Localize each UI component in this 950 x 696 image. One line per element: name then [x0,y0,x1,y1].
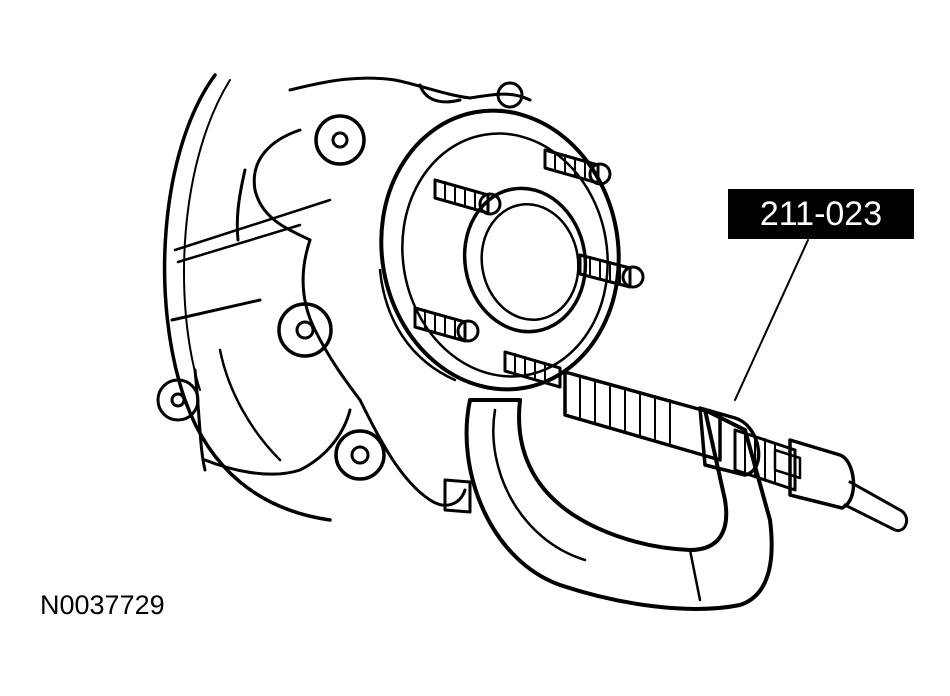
dust-shield [162,73,332,522]
figure-id-label: N0037729 [40,590,165,620]
wheel-studs [413,148,645,389]
callout-leader-line [734,239,809,401]
c-frame-puller [464,398,774,611]
steering-knuckle [156,76,532,507]
tool-number-callout: 211-023 [728,189,914,239]
knuckle-bolt-bosses [277,81,524,514]
forcing-screw [563,370,909,533]
wheel-hub-flange [378,108,621,392]
